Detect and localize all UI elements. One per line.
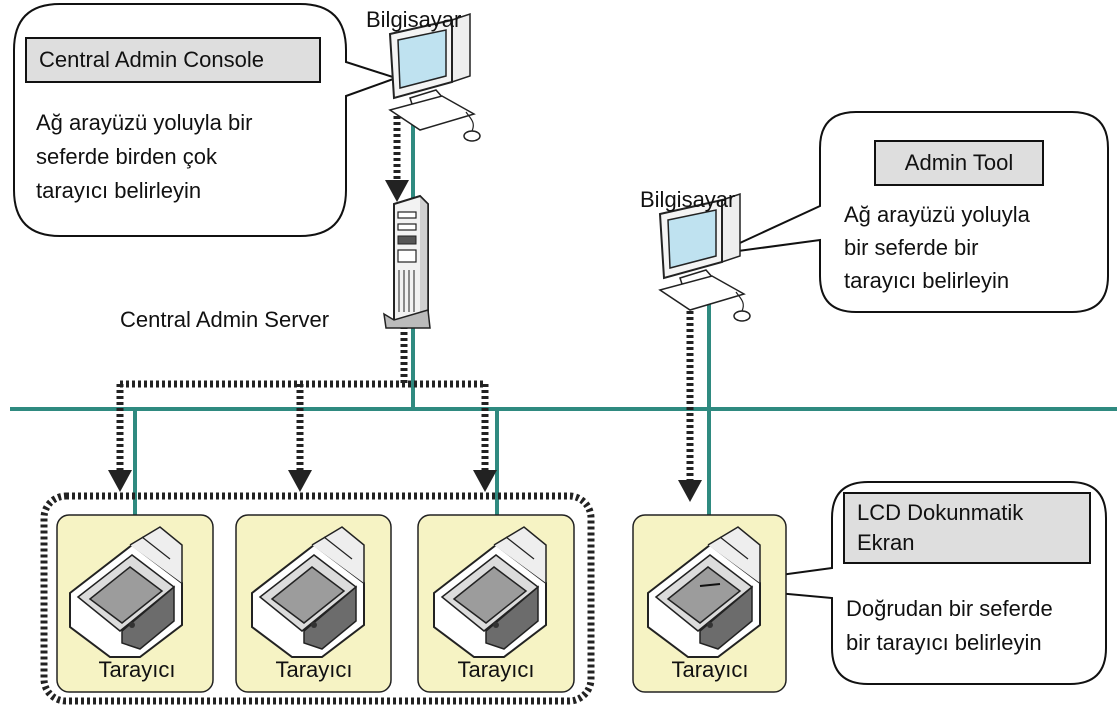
lcd-callout-title: LCD Dokunmatik Ekran [843, 492, 1091, 564]
scanner-panel-3 [417, 514, 575, 693]
central-callout-line-1: Ağ arayüzü yoluyla bir [36, 110, 253, 135]
down-arrow-icon [678, 480, 702, 502]
dotted-flow-paths [40, 110, 694, 705]
scanner-panel-2 [235, 514, 392, 693]
lcd-callout-title-line-2: Ekran [857, 530, 915, 555]
scanner-label-4: Tarayıcı [671, 657, 749, 682]
central-callout-title: Central Admin Console [25, 37, 321, 83]
central-callout-line-2: seferde birden çok [36, 144, 217, 169]
scanner-panel-1 [56, 514, 214, 693]
scanner-label-1: Tarayıcı [98, 657, 176, 682]
server-label: Central Admin Server [120, 307, 330, 332]
lcd-callout-line-2: bir tarayıcı belirleyin [846, 630, 1042, 655]
scanner-panel-4 [632, 514, 787, 693]
down-arrow-icon [385, 180, 409, 202]
down-arrow-icon [288, 470, 312, 492]
down-arrow-icon [108, 470, 132, 492]
lcd-callout-line-1: Doğrudan bir seferde [846, 596, 1053, 621]
admin-tool-callout-line-1: Ağ arayüzü yoluyla [844, 202, 1030, 227]
down-arrow-icon [473, 470, 497, 492]
admin-tool-callout-line-3: tarayıcı belirleyin [844, 268, 1010, 293]
server-icon [383, 194, 431, 329]
lcd-callout-title-line-1: LCD Dokunmatik [857, 500, 1024, 525]
scanner-label-2: Tarayıcı [275, 657, 353, 682]
central-callout-line-3: tarayıcı belirleyin [36, 178, 202, 203]
computer-2-label: Bilgisayar [640, 187, 736, 212]
lcd-pointer-line [699, 583, 721, 587]
admin-tool-callout-line-2: bir seferde bir [844, 235, 979, 260]
computer-1-label: Bilgisayar [366, 7, 462, 32]
scanner-group-dotted-border [40, 492, 595, 705]
admin-tool-callout-title: Admin Tool [874, 140, 1044, 186]
scanner-label-3: Tarayıcı [457, 657, 535, 682]
